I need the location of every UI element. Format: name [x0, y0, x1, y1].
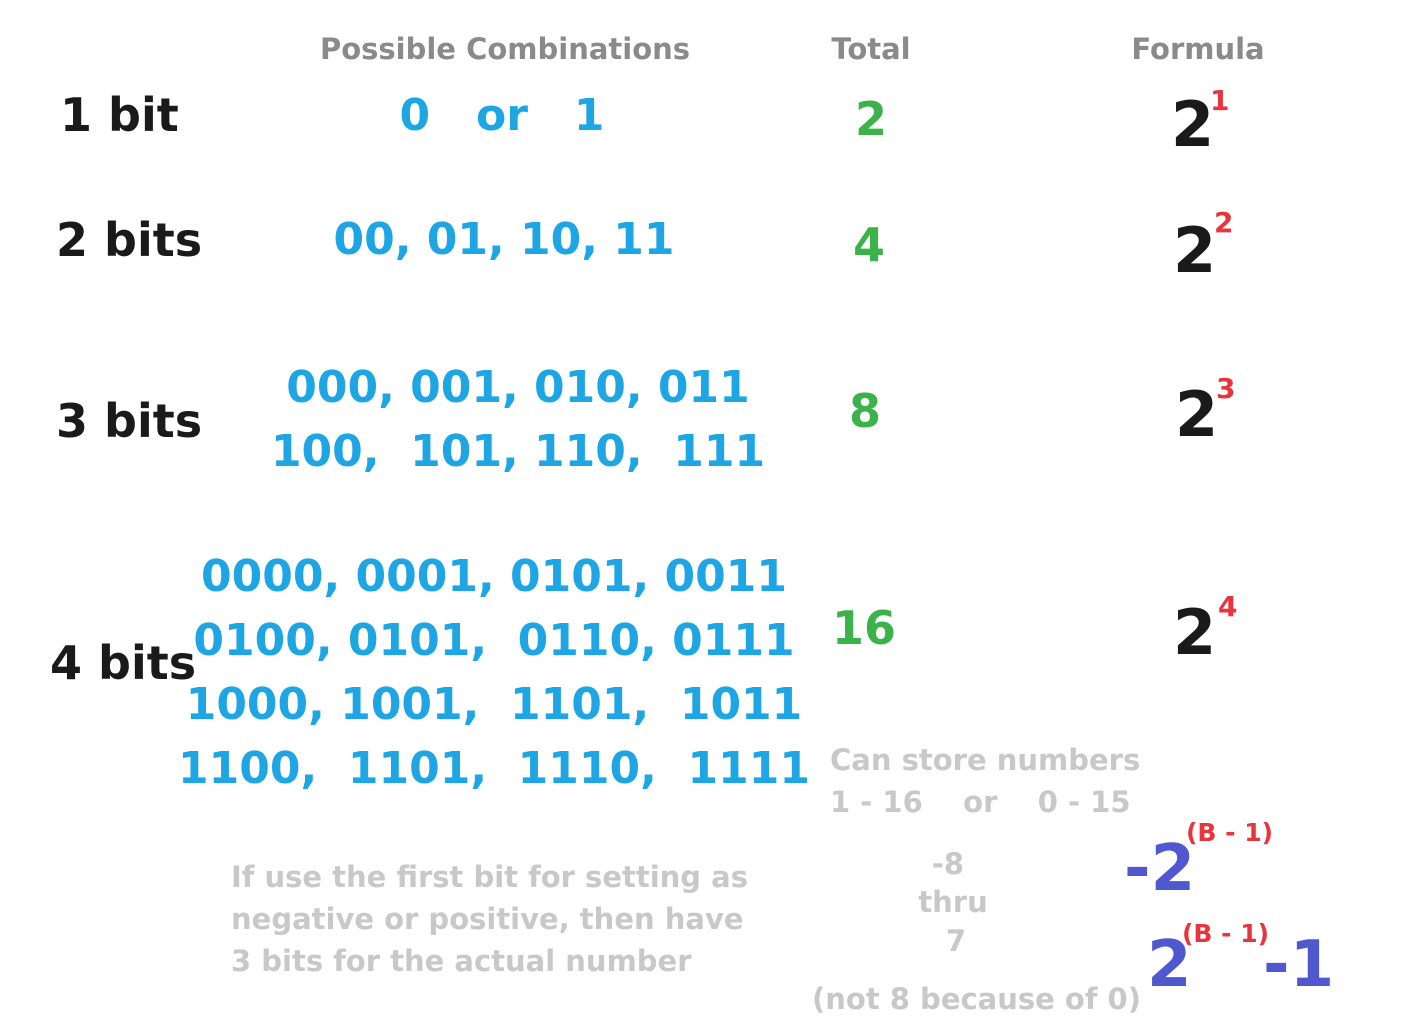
store-note-line2: 1 - 16 or 0 - 15 [830, 785, 1131, 819]
range-thru: thru [918, 885, 988, 919]
combination-line: 0100, 0101, 0110, 0111 [193, 615, 795, 666]
combination-line: 1000, 1001, 1101, 1011 [185, 679, 803, 730]
formula-exponent: 4 [1218, 590, 1238, 623]
signed-max-base: 2 [1147, 928, 1192, 1002]
signed-min-exponent: (B - 1) [1186, 818, 1274, 847]
combination-line: 0 or 1 [399, 90, 605, 141]
combination-line: 100, 101, 110, 111 [270, 426, 766, 477]
range-max: 7 [945, 924, 967, 958]
combination-line: 00, 01, 10, 11 [333, 214, 675, 265]
formula-base: 2 [1173, 596, 1217, 669]
formula-exponent: 2 [1214, 206, 1234, 239]
store-note-line1: Can store numbers [830, 743, 1141, 777]
header-combinations: Possible Combinations [319, 32, 691, 66]
row-label: 4 bits [50, 636, 197, 690]
signed-min-base: -2 [1124, 832, 1196, 906]
total-value: 4 [852, 218, 886, 272]
total-value: 8 [848, 384, 882, 438]
total-value: 16 [831, 601, 897, 655]
formula-exponent: 3 [1216, 372, 1236, 405]
formula-base: 2 [1171, 88, 1215, 161]
row-label: 1 bit [60, 88, 179, 142]
header-total: Total [831, 32, 911, 66]
combination-line: 0000, 0001, 0101, 0011 [201, 551, 787, 602]
range-min: -8 [931, 847, 965, 881]
total-value: 2 [854, 92, 888, 146]
sign-note-line2: negative or positive, then have [231, 902, 744, 936]
sign-note-line1: If use the first bit for setting as [231, 860, 748, 894]
formula-base: 2 [1175, 378, 1219, 451]
combination-line: 1100, 1101, 1110, 1111 [178, 743, 810, 794]
signed-max-suffix: -1 [1263, 928, 1335, 1002]
formula-base: 2 [1173, 214, 1217, 287]
sign-note-line3: 3 bits for the actual number [231, 944, 692, 978]
row-label: 3 bits [56, 394, 203, 448]
not-eight-note: (not 8 because of 0) [812, 982, 1141, 1016]
header-formula: Formula [1131, 32, 1265, 66]
row-label: 2 bits [56, 213, 203, 267]
combination-line: 000, 001, 010, 011 [286, 362, 750, 413]
signed-max-exponent: (B - 1) [1182, 919, 1270, 948]
formula-exponent: 1 [1210, 84, 1230, 117]
